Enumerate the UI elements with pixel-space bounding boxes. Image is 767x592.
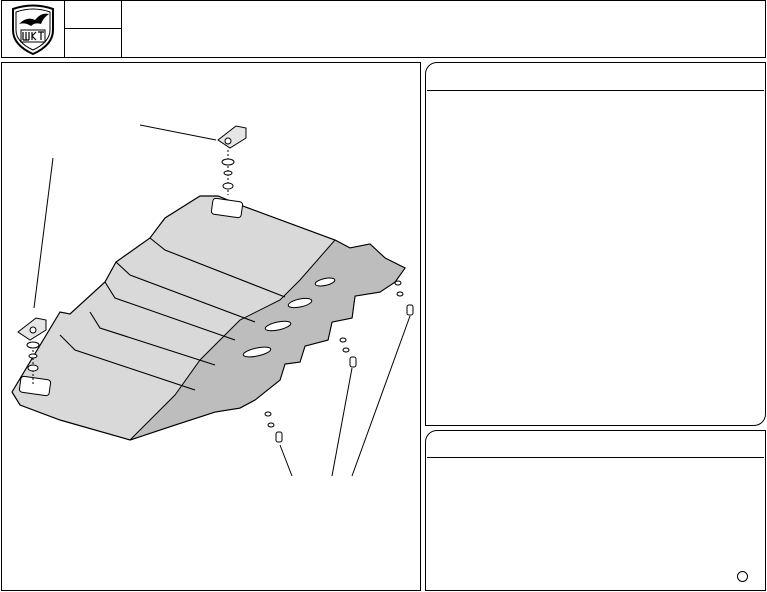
document-title — [122, 0, 766, 58]
doc-code-cell — [65, 0, 122, 29]
shield-logo-icon — [12, 4, 54, 56]
diagram-panel — [1, 62, 421, 591]
notes-header — [427, 432, 764, 458]
logo-cell — [1, 0, 65, 58]
page-marker-icon — [737, 571, 748, 582]
doc-revision-cell — [65, 29, 122, 58]
notes-panel — [425, 430, 766, 591]
header-frame — [1, 0, 766, 58]
parts-list-header — [427, 64, 764, 91]
parts-list-panel — [425, 62, 766, 426]
